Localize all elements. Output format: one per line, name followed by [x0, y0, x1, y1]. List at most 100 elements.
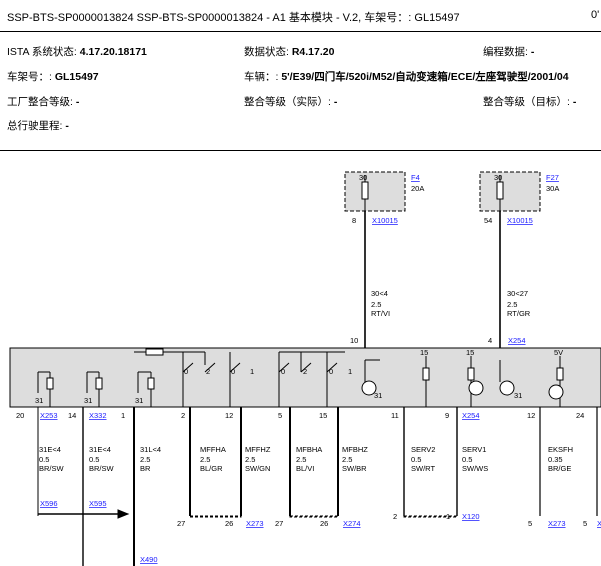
voltage-label: 15: [466, 348, 474, 357]
wire-label: SERV2: [411, 445, 435, 454]
wire-color: BR/SW: [89, 464, 115, 473]
switch-pos: 2: [206, 367, 210, 376]
wire-label: EKSFH: [548, 445, 573, 454]
pin-number: 12: [527, 411, 535, 420]
pin-number: 15: [319, 411, 327, 420]
wire-color: SW/WS: [462, 464, 488, 473]
fuse-f4-link[interactable]: F4: [411, 173, 420, 182]
wire-size: 2.5: [342, 455, 352, 464]
wire-color: RT/VI: [371, 309, 390, 318]
fuse-box-f4: [344, 171, 406, 212]
pin-number: 24: [576, 411, 584, 420]
conn-link[interactable]: X274: [343, 519, 361, 528]
wire-size: 0.5: [462, 455, 472, 464]
fuse-f27-link[interactable]: F27: [546, 173, 559, 182]
pin-number: 14: [68, 411, 76, 420]
switch-pos: 0: [281, 367, 285, 376]
switch-pos: 0: [231, 367, 235, 376]
pin-number: 5: [278, 411, 282, 420]
conn-link[interactable]: X490: [140, 555, 158, 564]
pin-conn-link[interactable]: X254: [462, 411, 480, 420]
ground-label: 31: [35, 396, 43, 405]
wire-size: 0.5: [39, 455, 49, 464]
module-box: [9, 347, 601, 408]
page-title: SSP-BTS-SP0000013824 SSP-BTS-SP000001382…: [7, 12, 460, 24]
wire-color: RT/GR: [507, 309, 531, 318]
vin: 车架号：: GL15497: [7, 71, 99, 83]
wire-size: 2.5: [507, 300, 517, 309]
wire-label: MFFHA: [200, 445, 226, 454]
wire-size: 2.5: [200, 455, 210, 464]
wire-color: SW/GN: [245, 464, 270, 473]
supply-pin: 10: [350, 336, 358, 345]
header-divider: [0, 31, 601, 32]
wire-color: SW/BR: [342, 464, 367, 473]
wire-label: MFBHZ: [342, 445, 368, 454]
wire-label: MFFHZ: [245, 445, 271, 454]
wire-size: 0.5: [89, 455, 99, 464]
wire-size: 2.5: [140, 455, 150, 464]
pin-conn-link[interactable]: X253: [40, 411, 58, 420]
pin-number: 5: [528, 519, 532, 528]
switch-pos: 1: [250, 367, 254, 376]
wire-size: 2.5: [371, 300, 381, 309]
data-status: 数据状态: R4.17.20: [244, 46, 335, 58]
pin-number: 27: [177, 519, 185, 528]
wire-color: BR/GE: [548, 464, 571, 473]
pin-number: 26: [320, 519, 328, 528]
supply-conn-link[interactable]: X254: [508, 336, 526, 345]
wire-color: BR: [140, 464, 151, 473]
wire-color: BL/VI: [296, 464, 314, 473]
fuse-rating: 30A: [546, 184, 559, 193]
fuse-conn-link[interactable]: X10015: [507, 216, 533, 225]
fuse-pin: 8: [352, 216, 356, 225]
vehicle: 车辆：: 5'/E39/四门车/520i/M52/自动变速箱/ECE/左座驾驶型…: [244, 71, 569, 83]
pin-number: 27: [275, 519, 283, 528]
wiring-diagram: 30 F4 20A 8 X10015 30 F27 30A 54 X10015 …: [9, 171, 601, 566]
pin-number: 2: [393, 512, 397, 521]
programming-data: 编程数据: -: [483, 46, 535, 58]
pin-number: 20: [16, 411, 24, 420]
pin-number: 1: [121, 411, 125, 420]
title-overflow-fragment: 0': [591, 9, 600, 21]
fuse-num: 30: [359, 173, 367, 182]
conn-link[interactable]: X596: [40, 499, 58, 508]
fuse-num: 30: [494, 173, 502, 182]
pin-number: 12: [225, 411, 233, 420]
fuse-box-f27: [479, 171, 541, 212]
target-integration-level: 整合等级（目标）: -: [483, 96, 577, 108]
conn-link[interactable]: X273: [548, 519, 566, 528]
conn-link[interactable]: X120: [462, 512, 480, 521]
factory-integration-level: 工厂整合等级: -: [7, 96, 80, 108]
wire-size: 0.35: [548, 455, 563, 464]
wire-label: SERV1: [462, 445, 486, 454]
pin-number: 2: [181, 411, 185, 420]
ground-label: 31: [84, 396, 92, 405]
switch-pos: 0: [184, 367, 188, 376]
pin-number: 9: [445, 411, 449, 420]
supply-pin: 4: [488, 336, 492, 345]
conn-link[interactable]: X: [597, 519, 601, 528]
pin-number: 5: [583, 519, 587, 528]
pin-conn-link[interactable]: X332: [89, 411, 107, 420]
fuse-conn-link[interactable]: X10015: [372, 216, 398, 225]
switch-pos: 1: [348, 367, 352, 376]
fuse-rating: 20A: [411, 184, 424, 193]
wire-label: MFBHA: [296, 445, 322, 454]
fuse-symbol: [496, 181, 504, 200]
ground-label: 31: [135, 396, 143, 405]
pin-number: 11: [391, 411, 399, 420]
voltage-label: 5V: [554, 348, 563, 357]
fuse-symbol: [361, 181, 369, 200]
conn-link[interactable]: X595: [89, 499, 107, 508]
ground-label: 31: [374, 391, 382, 400]
wire-size: 2.5: [245, 455, 255, 464]
wire-color: BL/GR: [200, 464, 223, 473]
total-mileage: 总行驶里程: -: [7, 120, 69, 132]
conn-link[interactable]: X273: [246, 519, 264, 528]
wire-color: SW/RT: [411, 464, 435, 473]
pin-number: 1: [446, 512, 450, 521]
info-divider: [0, 150, 601, 151]
switch-pos: 0: [329, 367, 333, 376]
switch-pos: 2: [303, 367, 307, 376]
